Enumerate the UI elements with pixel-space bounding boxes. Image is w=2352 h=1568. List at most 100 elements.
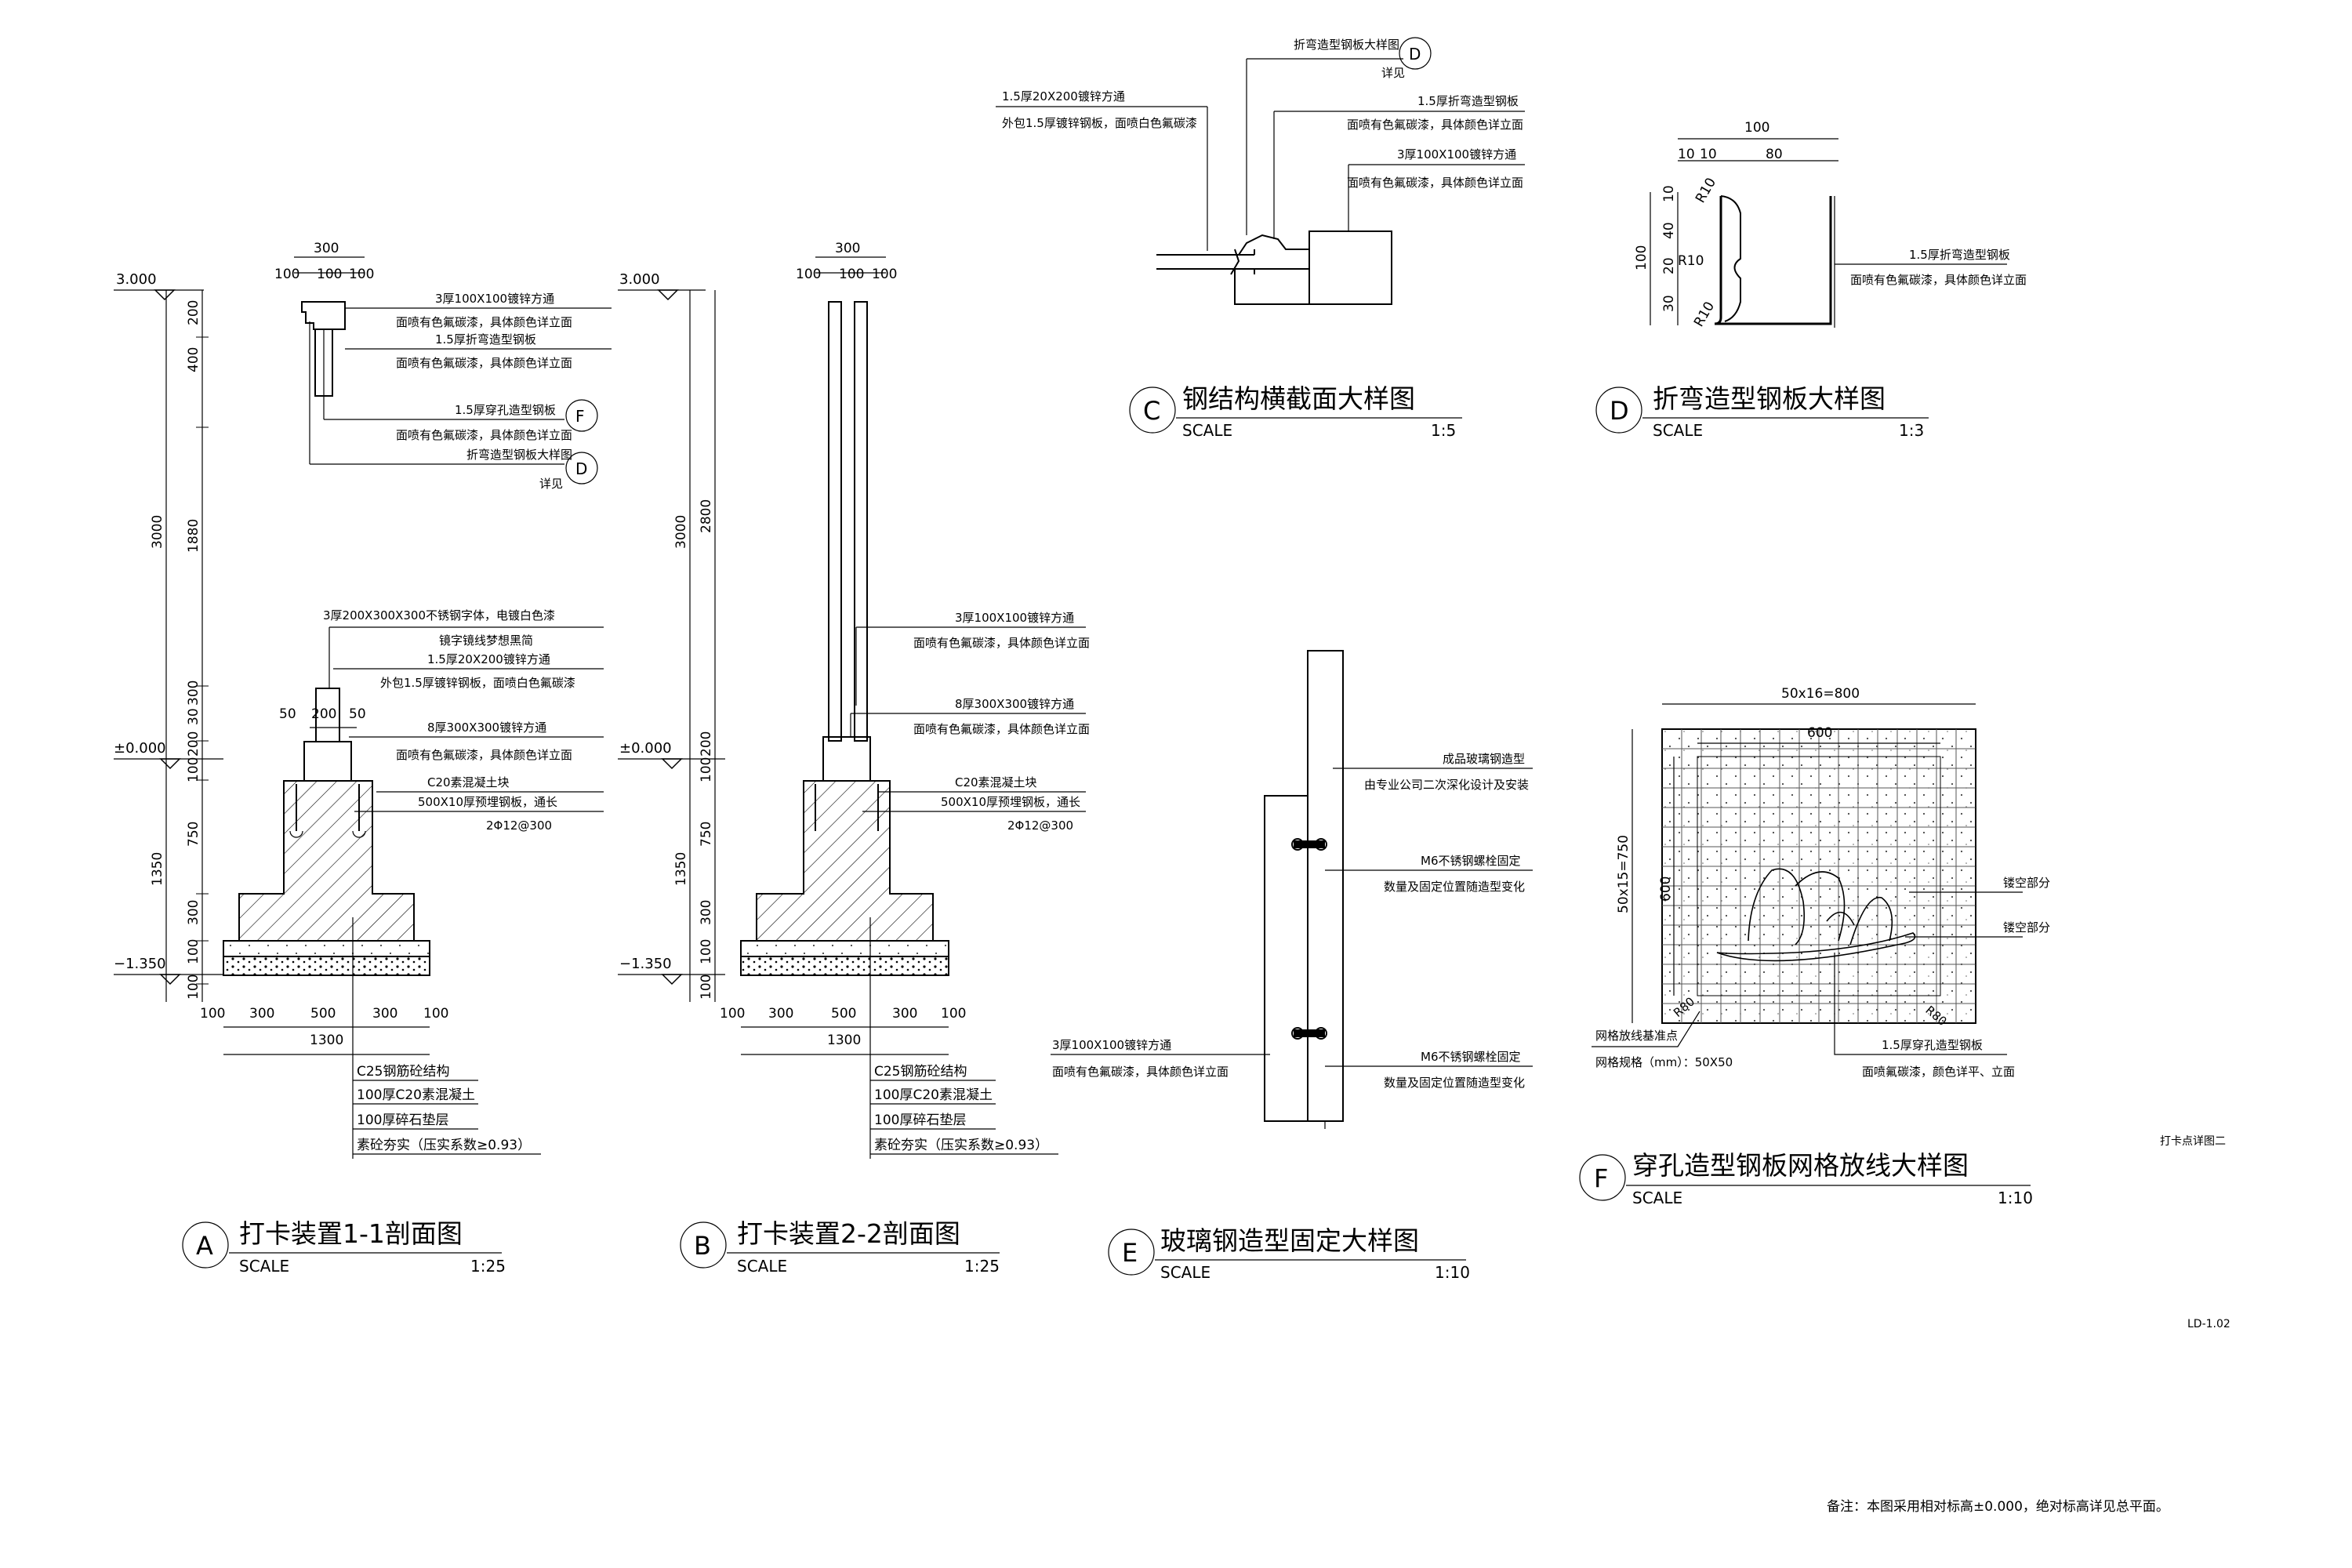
detail-f: 50x16=800 600 50x15=750 600 R80 R80 镂空部分…	[1579, 686, 2050, 1207]
svg-text:3厚100X100镀锌方通: 3厚100X100镀锌方通	[1397, 147, 1516, 162]
svg-text:C25钢筋砼结构: C25钢筋砼结构	[874, 1064, 967, 1080]
svg-text:数量及固定位置随造型变化: 数量及固定位置随造型变化	[1384, 1076, 1525, 1090]
svg-text:SCALE: SCALE	[1160, 1263, 1210, 1282]
detail-title-a: 打卡装置1-1剖面图	[239, 1218, 463, 1249]
svg-text:1:25: 1:25	[964, 1257, 1000, 1276]
svg-text:300: 300	[314, 241, 339, 256]
elevation-marks-b: 3.000 ±0.000 −1.350	[618, 271, 725, 985]
svg-text:100: 100	[186, 975, 201, 1000]
sheet-code: LD-1.02	[2187, 1318, 2230, 1330]
svg-text:面喷有色氟碳漆，具体颜色详立面: 面喷有色氟碳漆，具体颜色详立面	[396, 315, 572, 329]
svg-text:2Φ12@300: 2Φ12@300	[486, 818, 552, 833]
svg-text:素砼夯实（压实系数≥0.93）: 素砼夯实（压实系数≥0.93）	[357, 1138, 531, 1153]
svg-text:镂空部分: 镂空部分	[2003, 876, 2050, 890]
svg-text:素砼夯实（压实系数≥0.93）: 素砼夯实（压实系数≥0.93）	[874, 1138, 1048, 1153]
svg-text:镂空部分: 镂空部分	[2003, 920, 2050, 935]
svg-text:10: 10	[1661, 185, 1677, 202]
svg-text:3000: 3000	[150, 515, 165, 549]
svg-text:10: 10	[1700, 147, 1717, 162]
svg-text:由专业公司二次深化设计及安装: 由专业公司二次深化设计及安装	[1364, 778, 1529, 792]
sheet-info: 打卡点详图二 LD-1.02 备注：本图采用相对标高±0.000，绝对标高详见总…	[1827, 1134, 2230, 1515]
notes-e: 成品玻璃钢造型 由专业公司二次深化设计及安装 M6不锈钢螺栓固定 数量及固定位置…	[1051, 752, 1533, 1090]
svg-text:100: 100	[423, 1006, 448, 1022]
svg-text:600: 600	[1807, 725, 1832, 741]
title-block-b: B 打卡装置2-2剖面图 SCALE 1:25	[680, 1218, 1000, 1276]
svg-text:折弯造型钢板大样图: 折弯造型钢板大样图	[1294, 38, 1399, 52]
svg-text:300: 300	[892, 1006, 917, 1022]
svg-text:500X10厚预埋钢板，通长: 500X10厚预埋钢板，通长	[941, 795, 1080, 809]
svg-text:面喷有色氟碳漆，具体颜色详立面: 面喷有色氟碳漆，具体颜色详立面	[1347, 176, 1523, 190]
svg-text:穿孔造型钢板网格放线大样图: 穿孔造型钢板网格放线大样图	[1632, 1150, 1969, 1181]
svg-text:8厚300X300镀锌方通: 8厚300X300镀锌方通	[427, 720, 546, 735]
left-dimensions-b: 3000 1350 2800 200 100 750 300 100 100	[673, 290, 716, 1002]
dims-d: 100 10 10 80 10 40 20 30 100 R10 R10 R10	[1634, 120, 1838, 330]
svg-text:C: C	[1143, 396, 1160, 426]
svg-text:SCALE: SCALE	[1182, 421, 1232, 440]
grid-panel-f	[1661, 728, 1976, 1024]
svg-text:钢结构横截面大样图: 钢结构横截面大样图	[1182, 383, 1415, 414]
svg-text:1.5厚折弯造型钢板: 1.5厚折弯造型钢板	[435, 332, 536, 347]
svg-text:外包1.5厚镀锌钢板，面喷白色氟碳漆: 外包1.5厚镀锌钢板，面喷白色氟碳漆	[380, 676, 575, 690]
grid-lines	[1662, 729, 1976, 1023]
svg-text:300: 300	[768, 1006, 793, 1022]
svg-text:M6不锈钢螺栓固定: M6不锈钢螺栓固定	[1421, 854, 1521, 868]
notes-d: 1.5厚折弯造型钢板 面喷有色氟碳漆，具体颜色详立面	[1835, 248, 2027, 287]
svg-text:1:25: 1:25	[470, 1257, 506, 1276]
detail-e: 成品玻璃钢造型 由专业公司二次深化设计及安装 M6不锈钢螺栓固定 数量及固定位置…	[1051, 650, 1533, 1282]
svg-text:400: 400	[186, 347, 201, 372]
svg-text:面喷有色氟碳漆，具体颜色详立面: 面喷有色氟碳漆，具体颜色详立面	[1850, 273, 2027, 287]
sheet-name: 打卡点详图二	[2160, 1134, 2226, 1148]
svg-text:R10: R10	[1693, 176, 1719, 206]
svg-text:折弯造型钢板大样图: 折弯造型钢板大样图	[466, 448, 572, 462]
elevation-marks-a: 3.000 ±0.000 −1.350	[114, 271, 223, 985]
detail-label-a: A	[196, 1231, 213, 1261]
foundation-notes-b: C25钢筋砼结构 100厚C20素混凝土 100厚碎石垫层 素砼夯实（压实系数≥…	[869, 917, 1058, 1159]
svg-text:100: 100	[1634, 245, 1650, 270]
svg-text:50x15=750: 50x15=750	[1616, 835, 1632, 913]
svg-text:SCALE: SCALE	[737, 1257, 787, 1276]
svg-text:面喷有色氟碳漆，具体颜色详立面: 面喷有色氟碳漆，具体颜色详立面	[1347, 118, 1523, 132]
foundation-notes-a: C25钢筋砼结构 100厚C20素混凝土 100厚碎石垫层 素砼夯实（压实系数≥…	[352, 917, 541, 1159]
elev-bottom-a: −1.350	[114, 956, 166, 972]
svg-text:3厚100X100镀锌方通: 3厚100X100镀锌方通	[955, 611, 1074, 625]
svg-text:折弯造型钢板大样图: 折弯造型钢板大样图	[1653, 383, 1886, 414]
notes-f: 镂空部分 镂空部分 网格放线基准点 网格规格（mm）：50X50 1.5厚穿孔造…	[1592, 876, 2050, 1079]
svg-text:SCALE: SCALE	[1632, 1189, 1682, 1207]
svg-text:100厚C20素混凝土: 100厚C20素混凝土	[874, 1087, 993, 1103]
svg-text:100: 100	[1744, 120, 1769, 136]
svg-text:玻璃钢造型固定大样图: 玻璃钢造型固定大样图	[1160, 1225, 1419, 1256]
svg-text:3.000: 3.000	[619, 271, 660, 288]
svg-text:面喷有色氟碳漆，具体颜色详立面: 面喷有色氟碳漆，具体颜色详立面	[396, 748, 572, 762]
svg-text:网格规格（mm）：50X50: 网格规格（mm）：50X50	[1595, 1055, 1733, 1069]
svg-text:3厚100X100镀锌方通: 3厚100X100镀锌方通	[435, 292, 554, 306]
svg-text:外包1.5厚镀锌钢板，面喷白色氟碳漆: 外包1.5厚镀锌钢板，面喷白色氟碳漆	[1002, 116, 1197, 130]
svg-text:D: D	[575, 459, 587, 478]
svg-text:1350: 1350	[150, 852, 165, 886]
svg-text:100: 100	[699, 757, 714, 782]
svg-text:200: 200	[311, 706, 336, 722]
svg-text:2800: 2800	[699, 499, 714, 533]
svg-text:80: 80	[1766, 147, 1783, 162]
svg-text:10: 10	[1678, 147, 1695, 162]
svg-text:B: B	[694, 1231, 711, 1261]
svg-text:30: 30	[186, 708, 201, 725]
svg-text:20: 20	[1661, 257, 1677, 274]
svg-text:−1.350: −1.350	[619, 956, 672, 972]
svg-text:3厚100X100镀锌方通: 3厚100X100镀锌方通	[1052, 1038, 1171, 1052]
svg-text:C25钢筋砼结构: C25钢筋砼结构	[357, 1064, 450, 1080]
post-b	[822, 301, 871, 782]
svg-text:100: 100	[274, 267, 299, 282]
svg-text:2Φ12@300: 2Φ12@300	[1007, 818, 1073, 833]
svg-text:100: 100	[796, 267, 821, 282]
svg-text:100: 100	[186, 939, 201, 964]
svg-text:D: D	[1610, 396, 1629, 426]
sheet-remark: 备注：本图采用相对标高±0.000，绝对标高详见总平面。	[1827, 1499, 2169, 1515]
svg-text:R10: R10	[1691, 299, 1718, 330]
svg-text:100: 100	[720, 1006, 745, 1022]
svg-text:面喷有色氟碳漆，具体颜色详立面: 面喷有色氟碳漆，具体颜色详立面	[396, 356, 572, 370]
svg-text:C20素混凝土块: C20素混凝土块	[955, 775, 1037, 789]
svg-text:1:5: 1:5	[1431, 421, 1456, 440]
frp-fixing-e	[1264, 650, 1344, 1129]
svg-text:F: F	[575, 407, 585, 426]
svg-text:100: 100	[186, 757, 201, 782]
